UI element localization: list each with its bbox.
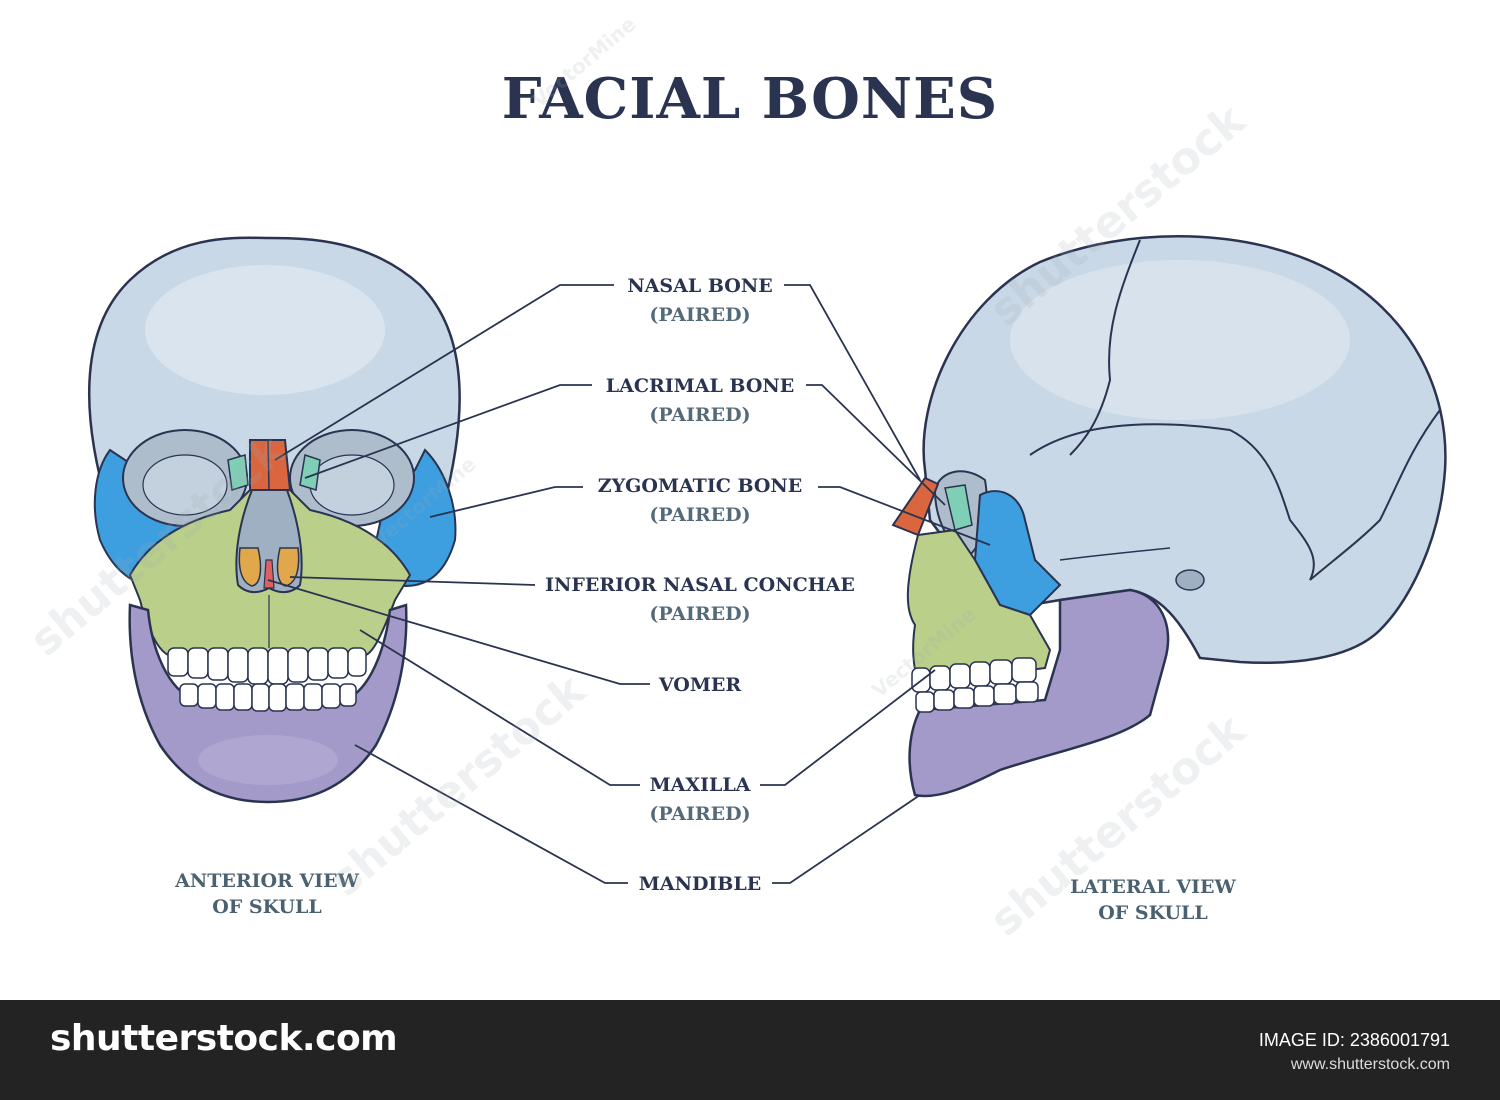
label-maxilla-name: MAXILLA xyxy=(649,774,751,796)
leader-nasal-right xyxy=(784,284,921,481)
diagram-title: FACIAL BONES xyxy=(501,66,999,132)
label-mandible-name: MANDIBLE xyxy=(638,873,762,895)
nasal-suture xyxy=(267,439,270,491)
anterior-lacrimal-left xyxy=(227,454,249,491)
leader-zygomatic-right xyxy=(818,486,991,546)
leader-maxilla-left xyxy=(359,629,640,786)
anterior-teeth xyxy=(167,647,367,712)
leader-conchae xyxy=(289,576,536,586)
lateral-highlight xyxy=(1010,260,1350,420)
footer-image-id: IMAGE ID: 2386001791 xyxy=(1258,1030,1450,1050)
ear-canal xyxy=(1175,569,1205,591)
label-conchae-name: INFERIOR NASAL CONCHAE xyxy=(545,574,855,596)
lateral-skull xyxy=(891,235,1447,798)
coronal-suture xyxy=(1069,239,1141,456)
label-maxilla-sub: (PAIRED) xyxy=(649,803,751,825)
leader-nasal-left xyxy=(274,284,614,461)
label-conchae-sub: (PAIRED) xyxy=(649,603,751,625)
caption-lateral-view: LATERAL VIEW OF SKULL xyxy=(1003,874,1303,926)
leader-lacrimal-right xyxy=(806,384,946,506)
caption-anterior-line2: OF SKULL xyxy=(212,896,322,918)
caption-anterior-line1: ANTERIOR VIEW xyxy=(175,870,359,892)
lambdoid-suture xyxy=(1309,409,1441,581)
chin-shade xyxy=(198,735,338,785)
orbit-left-inner xyxy=(142,454,228,516)
leader-zygomatic-left xyxy=(429,486,583,518)
lateral-lacrimal xyxy=(944,484,973,531)
label-mandible: MANDIBLE xyxy=(500,870,900,899)
leader-vomer xyxy=(267,579,650,685)
footer-site-url[interactable]: www.shutterstock.com xyxy=(1290,1056,1450,1073)
caption-lateral-line1: LATERAL VIEW xyxy=(1070,876,1236,898)
label-zygomatic-bone: ZYGOMATIC BONE (PAIRED) xyxy=(500,472,900,530)
leader-mandible-right xyxy=(772,794,921,884)
label-nasal-bone: NASAL BONE (PAIRED) xyxy=(500,272,900,330)
leader-maxilla-right xyxy=(760,669,936,786)
lateral-maxilla xyxy=(906,528,1052,687)
footer-brand-logo[interactable]: shutterstock.com xyxy=(50,1018,398,1059)
label-vomer-name: VOMER xyxy=(658,674,742,696)
orbit-right-inner xyxy=(309,454,395,516)
squamous-suture xyxy=(1029,423,1315,581)
label-maxilla: MAXILLA (PAIRED) xyxy=(500,771,900,829)
skull-illustration xyxy=(88,235,1447,884)
caption-lateral-line2: OF SKULL xyxy=(1098,902,1208,924)
label-nasal-name: NASAL BONE xyxy=(627,275,773,297)
label-lacrimal-bone: LACRIMAL BONE (PAIRED) xyxy=(500,372,900,430)
caption-anterior-view: ANTERIOR VIEW OF SKULL xyxy=(117,868,417,920)
anterior-skull xyxy=(88,236,461,804)
leader-lacrimal-left xyxy=(304,384,592,479)
label-lacrimal-sub: (PAIRED) xyxy=(649,404,751,426)
anterior-nasal-bone xyxy=(249,439,292,491)
footer-bar: shutterstock.com IMAGE ID: 2386001791 ww… xyxy=(0,1000,1500,1100)
lateral-teeth xyxy=(911,657,1039,713)
label-inferior-nasal-conchae: INFERIOR NASAL CONCHAE (PAIRED) xyxy=(500,571,900,629)
lateral-mandible xyxy=(908,588,1170,798)
label-zygomatic-name: ZYGOMATIC BONE xyxy=(597,475,803,497)
leader-mandible-left xyxy=(354,744,628,884)
label-zygomatic-sub: (PAIRED) xyxy=(649,504,751,526)
label-lacrimal-name: LACRIMAL BONE xyxy=(605,375,795,397)
anterior-vomer xyxy=(263,559,275,589)
label-nasal-sub: (PAIRED) xyxy=(649,304,751,326)
label-vomer: VOMER xyxy=(500,671,900,700)
temporal-line xyxy=(1059,547,1171,561)
anterior-lacrimal-right xyxy=(299,454,321,491)
anterior-conchae-left xyxy=(238,547,262,587)
diagram-stage: FACIAL BONES xyxy=(20,11,1447,947)
forehead-highlight xyxy=(145,265,385,395)
leader-lines xyxy=(267,284,991,884)
